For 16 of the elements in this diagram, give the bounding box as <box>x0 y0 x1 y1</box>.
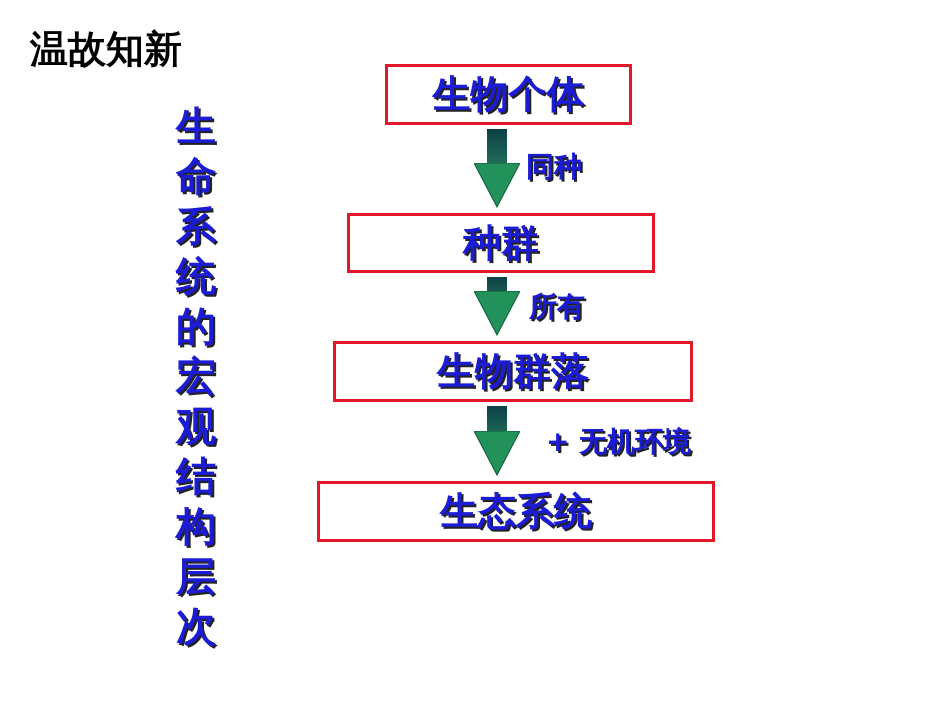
level-name: 生态系统 <box>440 488 592 535</box>
edge-label: 所有 <box>529 289 585 325</box>
slide-title: 温故知新 <box>30 25 182 73</box>
edge-label: + 无机环境 <box>546 424 692 460</box>
level-box <box>347 213 655 273</box>
block-arrow <box>474 277 520 336</box>
level-box <box>385 64 632 125</box>
edge-label: 同种 <box>526 149 582 185</box>
level-box <box>317 481 715 542</box>
level-name: 生物个体 <box>432 71 584 118</box>
block-arrow <box>474 406 520 476</box>
vertical-heading: 生命系统的宏观结构层次 <box>176 103 216 652</box>
block-arrow <box>474 129 520 208</box>
level-name: 种群 <box>463 220 539 266</box>
level-box <box>333 341 693 402</box>
level-name: 生物群落 <box>437 348 589 395</box>
